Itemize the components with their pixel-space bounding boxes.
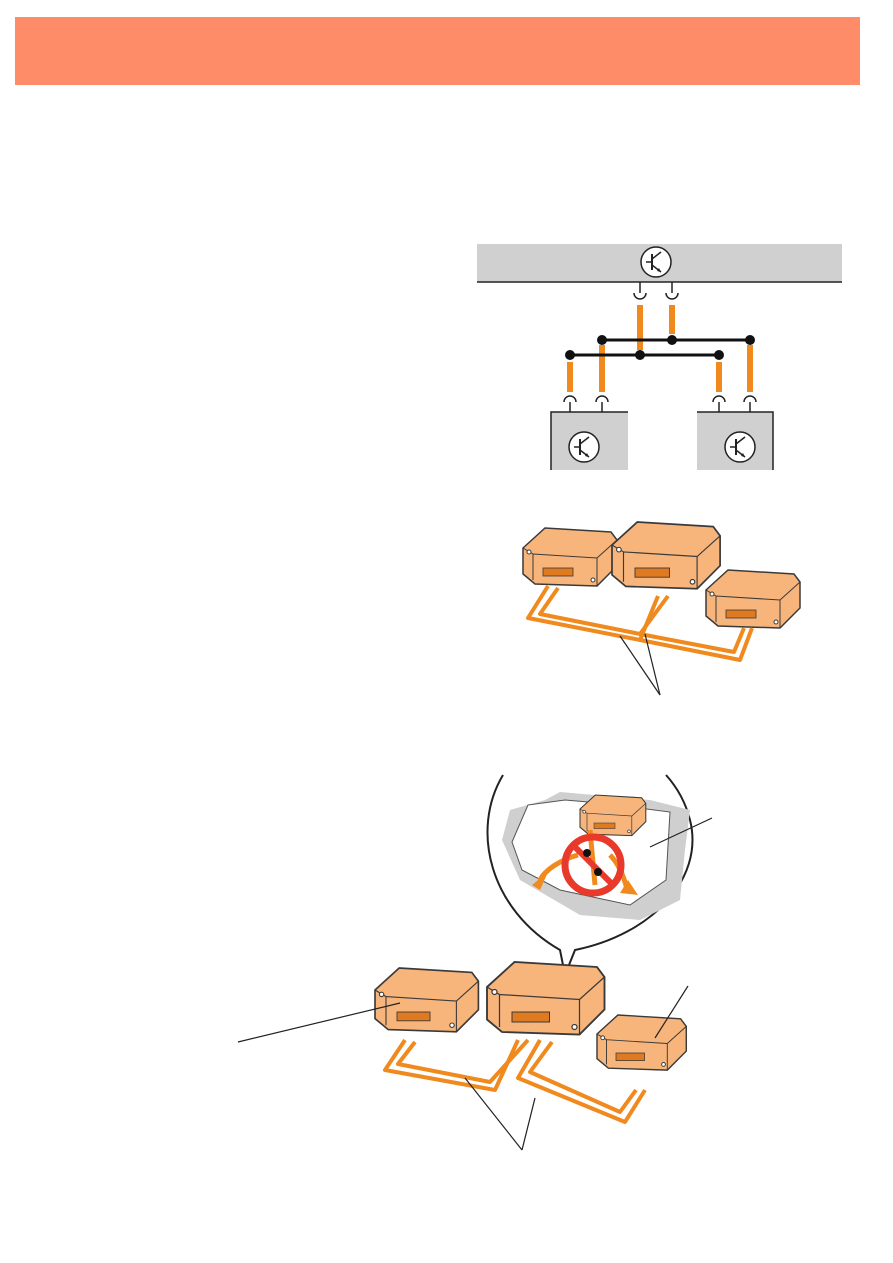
- transistor-icon: [724, 431, 756, 463]
- module-icon: [611, 521, 721, 590]
- module-icon: [486, 961, 606, 1036]
- module-icon: [374, 967, 480, 1033]
- arrow-icon: [532, 872, 548, 890]
- module-icon: [596, 1014, 688, 1071]
- incorrect-ring-wiring-callout: [237, 774, 713, 1151]
- twisted-pair-bus-schematic: [477, 244, 842, 470]
- arrow-icon: [620, 880, 638, 895]
- module-icon: [522, 527, 618, 587]
- header-bar: [15, 17, 860, 85]
- module-icon: [705, 569, 801, 629]
- prohibition-icon: [561, 833, 625, 897]
- module-icon: [579, 794, 647, 837]
- transistor-icon: [640, 246, 672, 278]
- transistor-icon: [568, 431, 600, 463]
- module-network-cabling: [522, 521, 801, 696]
